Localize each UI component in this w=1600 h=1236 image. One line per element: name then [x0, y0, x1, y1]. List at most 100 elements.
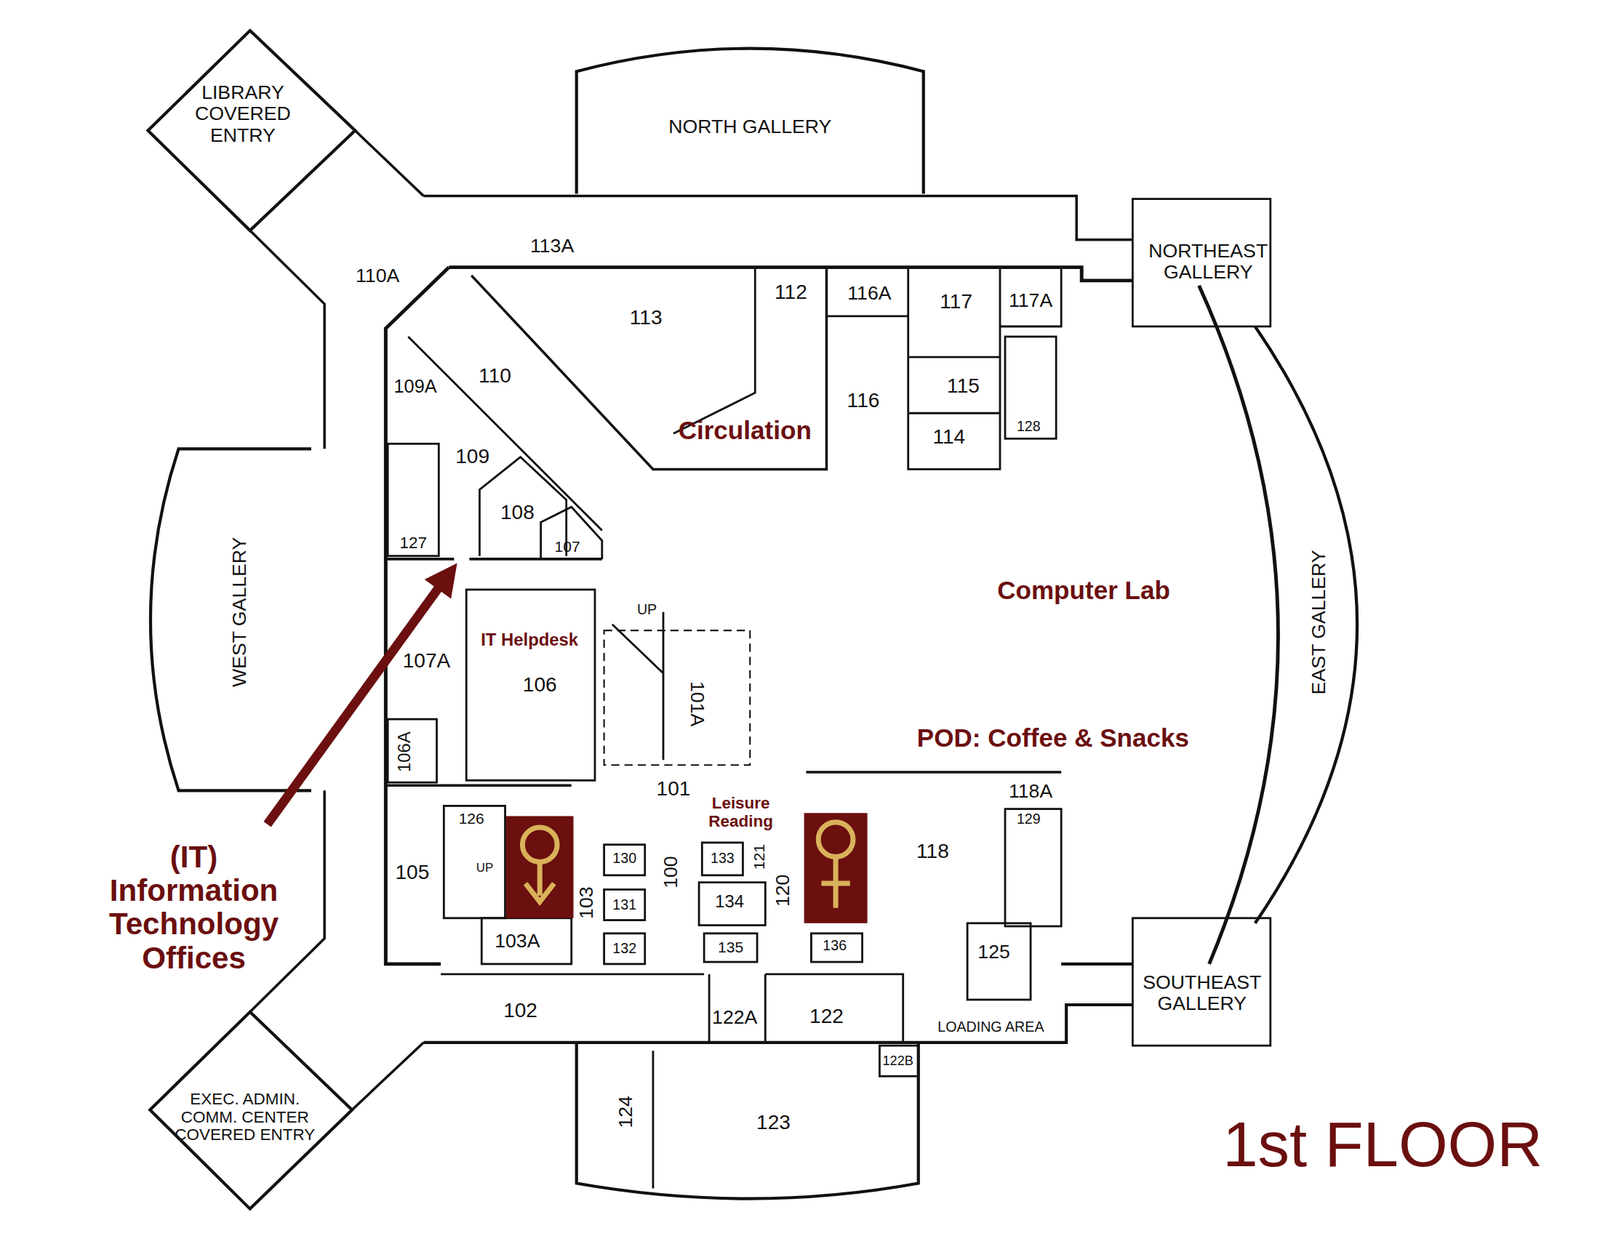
- room-number: 100: [661, 856, 683, 888]
- interior-wall: [826, 315, 908, 318]
- room-number: 125: [977, 942, 1010, 964]
- room-number: 131: [612, 897, 637, 914]
- gallery-label: NORTHEAST GALLERY: [1144, 240, 1272, 284]
- room-number: 109: [455, 445, 490, 468]
- exterior-wall: [250, 230, 325, 449]
- stair-box: [1005, 809, 1062, 927]
- gallery-label: LIBRARY COVERED ENTRY: [186, 82, 299, 147]
- room-number: 103A: [494, 930, 540, 952]
- area-label: Computer Lab: [997, 576, 1171, 606]
- exterior-wall: [576, 1042, 919, 1200]
- room-number: 101A: [686, 681, 708, 727]
- room-box: [810, 933, 862, 963]
- room-number: LOADING AREA: [937, 1019, 1044, 1036]
- stair-box: [1005, 336, 1056, 439]
- interior-wall: [385, 557, 602, 561]
- room-number: 122: [809, 1005, 844, 1028]
- room-number: 123: [756, 1111, 791, 1134]
- room-box: [481, 918, 571, 965]
- room-box: [466, 589, 595, 781]
- interior-wall: [440, 973, 704, 976]
- building-wall: [1199, 285, 1279, 965]
- room-number: 132: [612, 941, 637, 958]
- restroom-marker: [804, 813, 868, 924]
- gallery-label: EXEC. ADMIN. COMM. CENTER COVERED ENTRY: [170, 1090, 319, 1144]
- interior-wall: [908, 357, 1000, 414]
- interior-wall: [908, 267, 1000, 470]
- room-number: 103: [576, 886, 598, 919]
- area-label: POD: Coffee & Snacks: [917, 725, 1190, 754]
- room-number: WEST GALLERY: [229, 537, 251, 688]
- room-number: 124: [616, 1096, 638, 1128]
- room-number: 116A: [847, 282, 891, 304]
- stair-box: [387, 443, 439, 556]
- room-box: [704, 933, 758, 963]
- room-box: [879, 1045, 918, 1077]
- room-number: 129: [1016, 811, 1041, 828]
- gallery-wall: [1255, 326, 1358, 924]
- room-number: 109A: [394, 377, 438, 398]
- room-number: 121: [750, 844, 768, 870]
- interior-wall: [805, 770, 1062, 774]
- room-number: 122B: [882, 1053, 914, 1069]
- room-number: 106A: [395, 731, 415, 773]
- female-symbol: [818, 822, 854, 858]
- stair-lines: [612, 612, 664, 760]
- elevator-box: [604, 933, 646, 965]
- arrow-head: [424, 562, 458, 599]
- room-number: 118A: [1008, 781, 1053, 803]
- room-number: 118: [916, 840, 950, 863]
- area-label: (IT) Information Technology Offices: [91, 840, 296, 975]
- area-label: Circulation: [678, 416, 812, 446]
- room-number: 134: [714, 893, 744, 913]
- interior-wall: [652, 1050, 655, 1189]
- exterior-wall: [354, 130, 424, 197]
- interior-wall: [709, 974, 904, 1043]
- room-number: 107A: [402, 648, 451, 672]
- room-number: 105: [394, 861, 430, 884]
- room-number: 114: [932, 425, 966, 448]
- room-number: 128: [1016, 418, 1041, 435]
- room-number: 107: [554, 538, 581, 555]
- interior-wall: [673, 267, 755, 435]
- room-number: 110: [478, 364, 512, 387]
- interior-wall: [385, 784, 571, 788]
- room-box: [967, 923, 1031, 1000]
- room-box: [701, 842, 743, 876]
- room-number: 108: [500, 501, 535, 524]
- room-box: [698, 882, 766, 926]
- interior-wall: [1000, 267, 1062, 327]
- building-wall: [1061, 962, 1133, 966]
- interior-wall: [479, 457, 566, 557]
- room-number: 113A: [530, 236, 574, 258]
- entry-canopy: [149, 1012, 352, 1210]
- stair-box: [443, 805, 505, 918]
- elevator-box: [604, 845, 646, 876]
- room-number: 120: [773, 874, 795, 907]
- room-number: 136: [822, 938, 847, 955]
- room-number: 133: [710, 851, 735, 868]
- room-number: NORTH GALLERY: [668, 117, 832, 139]
- room-number: 110A: [355, 266, 400, 288]
- male-symbol: [525, 883, 555, 902]
- area-label: IT Helpdesk: [480, 631, 579, 651]
- room-number: EAST GALLERY: [1309, 549, 1331, 695]
- room-number: 127: [400, 533, 427, 552]
- gallery-wall: [576, 48, 924, 195]
- room-number: 106: [522, 673, 558, 696]
- female-symbol: [821, 857, 850, 909]
- room-number: 112: [774, 280, 808, 304]
- room-number: 102: [503, 999, 538, 1022]
- room-number: 135: [717, 939, 744, 957]
- room-number: 113: [629, 306, 663, 329]
- exterior-wall: [352, 1042, 424, 1111]
- room-number: 115: [946, 374, 980, 398]
- male-symbol: [522, 827, 558, 863]
- gallery-label: SOUTHEAST GALLERY: [1138, 972, 1266, 1016]
- male-symbol: [537, 862, 543, 896]
- area-label: Leisure Reading: [700, 794, 782, 830]
- room-number: 126: [458, 810, 485, 828]
- building-wall: [448, 267, 1133, 281]
- floor-title: 1st FLOOR: [1222, 1109, 1543, 1180]
